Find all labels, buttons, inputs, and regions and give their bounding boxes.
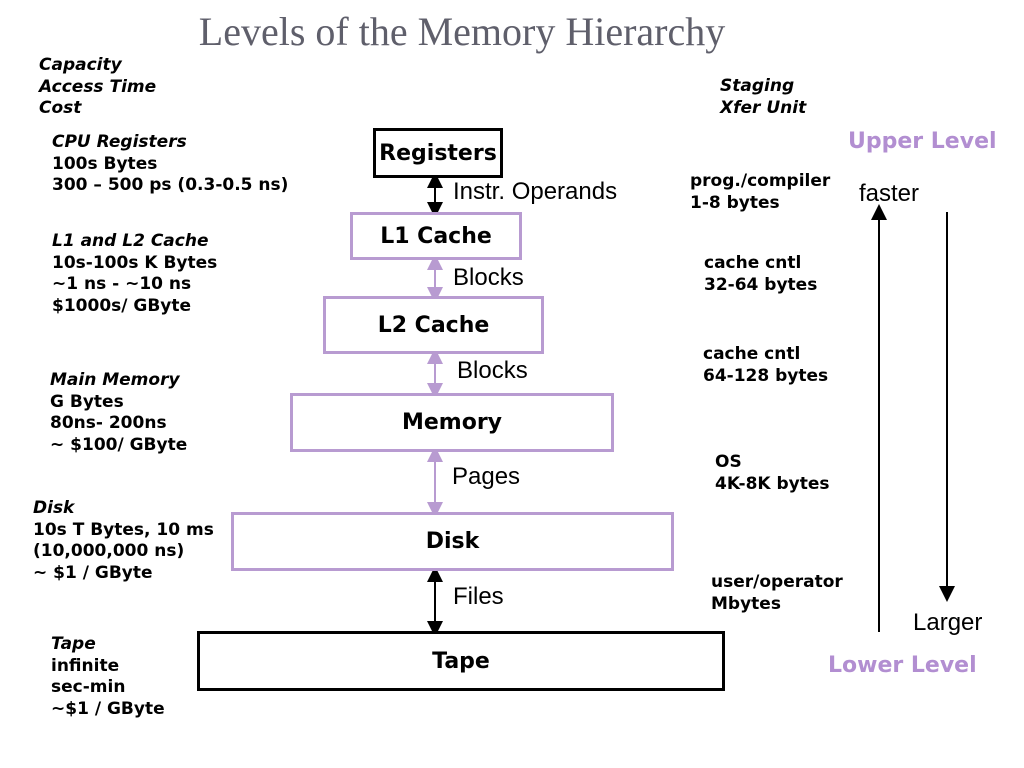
header-cost: Cost <box>39 98 82 118</box>
header-access-time: Access Time <box>39 76 157 97</box>
cache-spec-cost: $1000s/ GByte <box>52 295 192 316</box>
faster-label: faster <box>859 180 920 207</box>
l2-staging: cache cntl 64-128 bytes <box>703 344 828 387</box>
memory-spec-capacity: G Bytes <box>50 391 124 412</box>
cache-spec-name: L1 and L2 Cache <box>52 231 209 251</box>
disk-spec-cost: ~ $1 / GByte <box>33 562 153 583</box>
cache-specs: L1 and L2 Cache 10s-100s K Bytes ~1 ns -… <box>52 231 217 317</box>
l2-staging-by: cache cntl <box>703 344 801 364</box>
memory-spec-cost: ~ $100/ GByte <box>50 434 188 455</box>
registers-staging-unit: 1-8 bytes <box>690 192 780 213</box>
memory-spec-name: Main Memory <box>50 370 180 390</box>
tape-spec-cost: ~$1 / GByte <box>51 698 165 719</box>
transfer-pages: Pages <box>452 463 521 490</box>
memory-spec-access: 80ns- 200ns <box>50 413 167 433</box>
registers-box: Registers <box>373 128 503 178</box>
transfer-instr-operands: Instr. Operands <box>453 178 618 205</box>
transfer-files: Files <box>453 583 504 610</box>
larger-label: Larger <box>913 609 983 636</box>
registers-specs: CPU Registers 100s Bytes 300 – 500 ps (0… <box>52 132 288 197</box>
registers-spec-access: 300 – 500 ps (0.3-0.5 ns) <box>52 175 289 195</box>
memory-box: Memory <box>290 393 614 452</box>
l1-staging-by: cache cntl <box>704 253 802 273</box>
memory-specs: Main Memory G Bytes 80ns- 200ns ~ $100/ … <box>50 370 187 456</box>
disk-staging: user/operator Mbytes <box>711 572 843 615</box>
tape-box: Tape <box>197 631 725 691</box>
tape-specs: Tape infinite sec-min ~$1 / GByte <box>51 634 165 720</box>
registers-spec-name: CPU Registers <box>52 132 187 152</box>
disk-box: Disk <box>231 512 674 571</box>
disk-spec-capacity: 10s T Bytes, 10 ms <box>33 519 214 540</box>
left-header: Capacity Access Time Cost <box>39 55 156 120</box>
l1-staging: cache cntl 32-64 bytes <box>704 253 817 296</box>
l2-cache-box: L2 Cache <box>323 296 544 354</box>
disk-spec-name: Disk <box>33 498 75 518</box>
transfer-blocks-l1-l2: Blocks <box>453 264 524 291</box>
memory-staging-by: OS <box>715 452 742 472</box>
tape-spec-capacity: infinite <box>51 655 120 676</box>
transfer-blocks-l2-memory: Blocks <box>457 357 528 384</box>
header-xfer-unit: Xfer Unit <box>720 97 807 118</box>
l1-cache-box: L1 Cache <box>350 212 522 260</box>
disk-spec-access: (10,000,000 ns) <box>33 541 185 561</box>
disk-specs: Disk 10s T Bytes, 10 ms (10,000,000 ns) … <box>33 498 214 584</box>
registers-spec-capacity: 100s Bytes <box>52 153 158 174</box>
lower-level-label: Lower Level <box>828 653 977 678</box>
memory-staging-unit: 4K-8K bytes <box>715 473 830 494</box>
header-staging: Staging <box>720 76 795 96</box>
cache-spec-capacity: 10s-100s K Bytes <box>52 252 218 273</box>
cache-spec-access: ~1 ns - ~10 ns <box>52 274 192 294</box>
disk-staging-unit: Mbytes <box>711 593 781 614</box>
registers-staging-by: prog./compiler <box>690 171 831 191</box>
l1-staging-unit: 32-64 bytes <box>704 274 818 295</box>
disk-staging-by: user/operator <box>711 572 843 592</box>
upper-level-label: Upper Level <box>848 129 997 154</box>
memory-staging: OS 4K-8K bytes <box>715 452 830 495</box>
l2-staging-unit: 64-128 bytes <box>703 365 829 386</box>
header-capacity: Capacity <box>39 55 122 75</box>
registers-staging: prog./compiler 1-8 bytes <box>690 171 830 214</box>
page-title: Levels of the Memory Hierarchy <box>198 9 726 54</box>
tape-spec-access: sec-min <box>51 677 126 697</box>
right-header: Staging Xfer Unit <box>720 76 806 119</box>
tape-spec-name: Tape <box>51 634 96 654</box>
